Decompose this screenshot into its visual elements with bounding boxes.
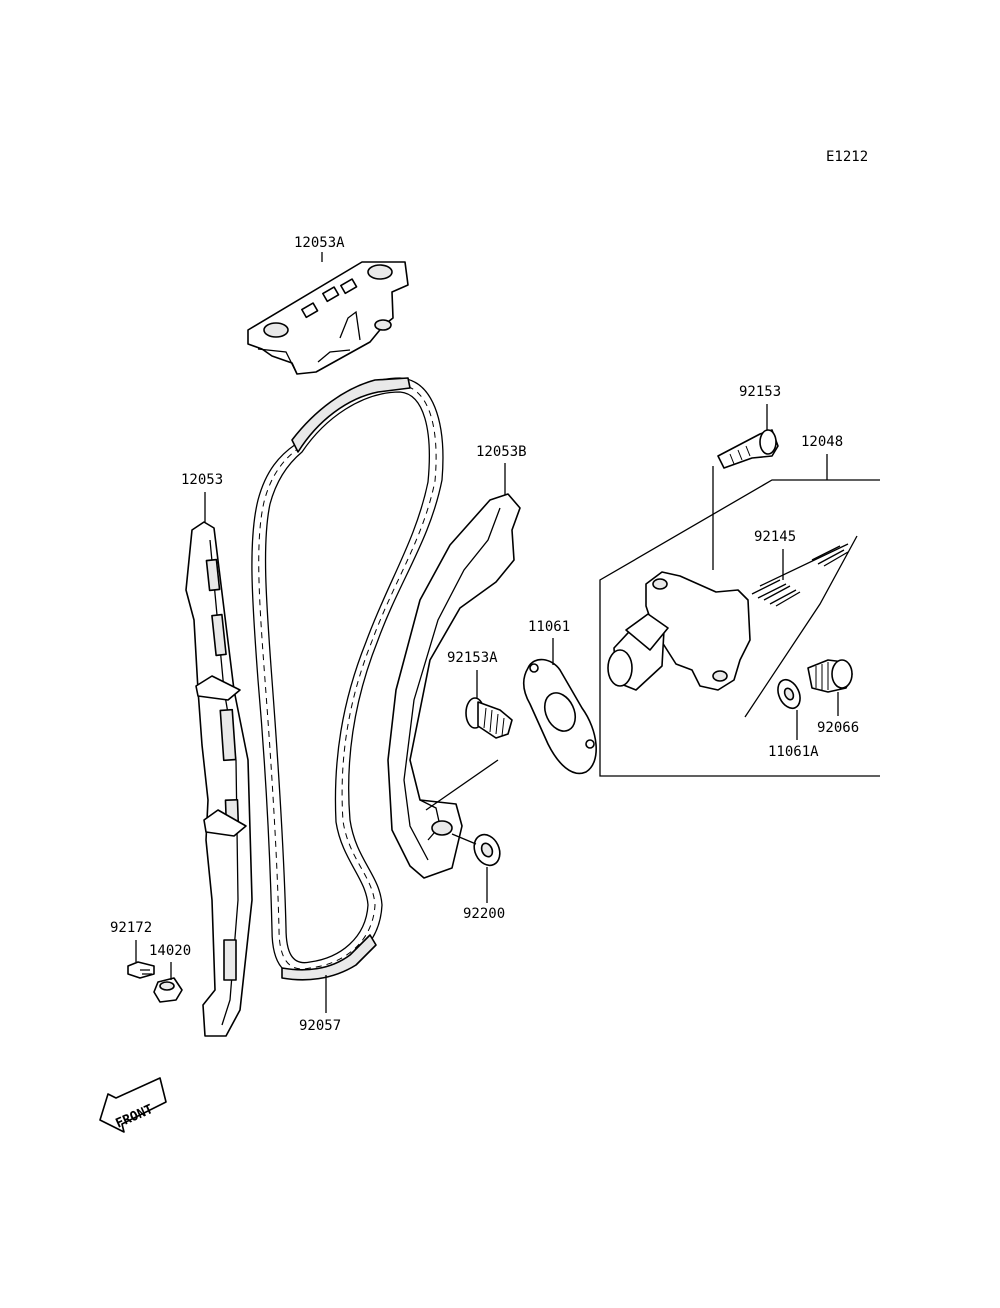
label-11061: 11061	[528, 619, 570, 635]
label-92172: 92172	[110, 920, 152, 936]
label-14020: 14020	[149, 943, 191, 959]
label-11061A: 11061A	[768, 744, 819, 760]
label-92057: 92057	[299, 1018, 341, 1034]
front-chain-guide-12053	[185, 521, 253, 1037]
tensioner-assembly-12048	[599, 479, 880, 777]
label-12053B: 12053B	[476, 444, 527, 460]
label-92066: 92066	[817, 720, 859, 736]
collar-14020	[153, 977, 183, 1003]
spring-92145	[751, 543, 849, 607]
cap-bolt-92066	[807, 659, 853, 693]
label-92145: 92145	[754, 529, 796, 545]
bolt-92153A	[465, 697, 513, 739]
upper-chain-guide-12053A	[247, 261, 409, 375]
label-12053A: 12053A	[294, 235, 345, 251]
washer-92200	[473, 833, 501, 867]
front-direction-arrow: FRONT	[99, 1077, 167, 1133]
washer-11061A	[777, 678, 801, 710]
label-92200: 92200	[463, 906, 505, 922]
label-92153: 92153	[739, 384, 781, 400]
rear-chain-guide-12053B	[387, 493, 521, 879]
gasket-11061	[522, 658, 597, 775]
cam-chain-92057	[251, 377, 444, 981]
figure-code: E1212	[826, 149, 868, 165]
bolt-92153	[717, 429, 779, 469]
label-12053: 12053	[181, 472, 223, 488]
bolt-92172	[127, 961, 155, 979]
label-92153A: 92153A	[447, 650, 498, 666]
label-12048: 12048	[801, 434, 843, 450]
